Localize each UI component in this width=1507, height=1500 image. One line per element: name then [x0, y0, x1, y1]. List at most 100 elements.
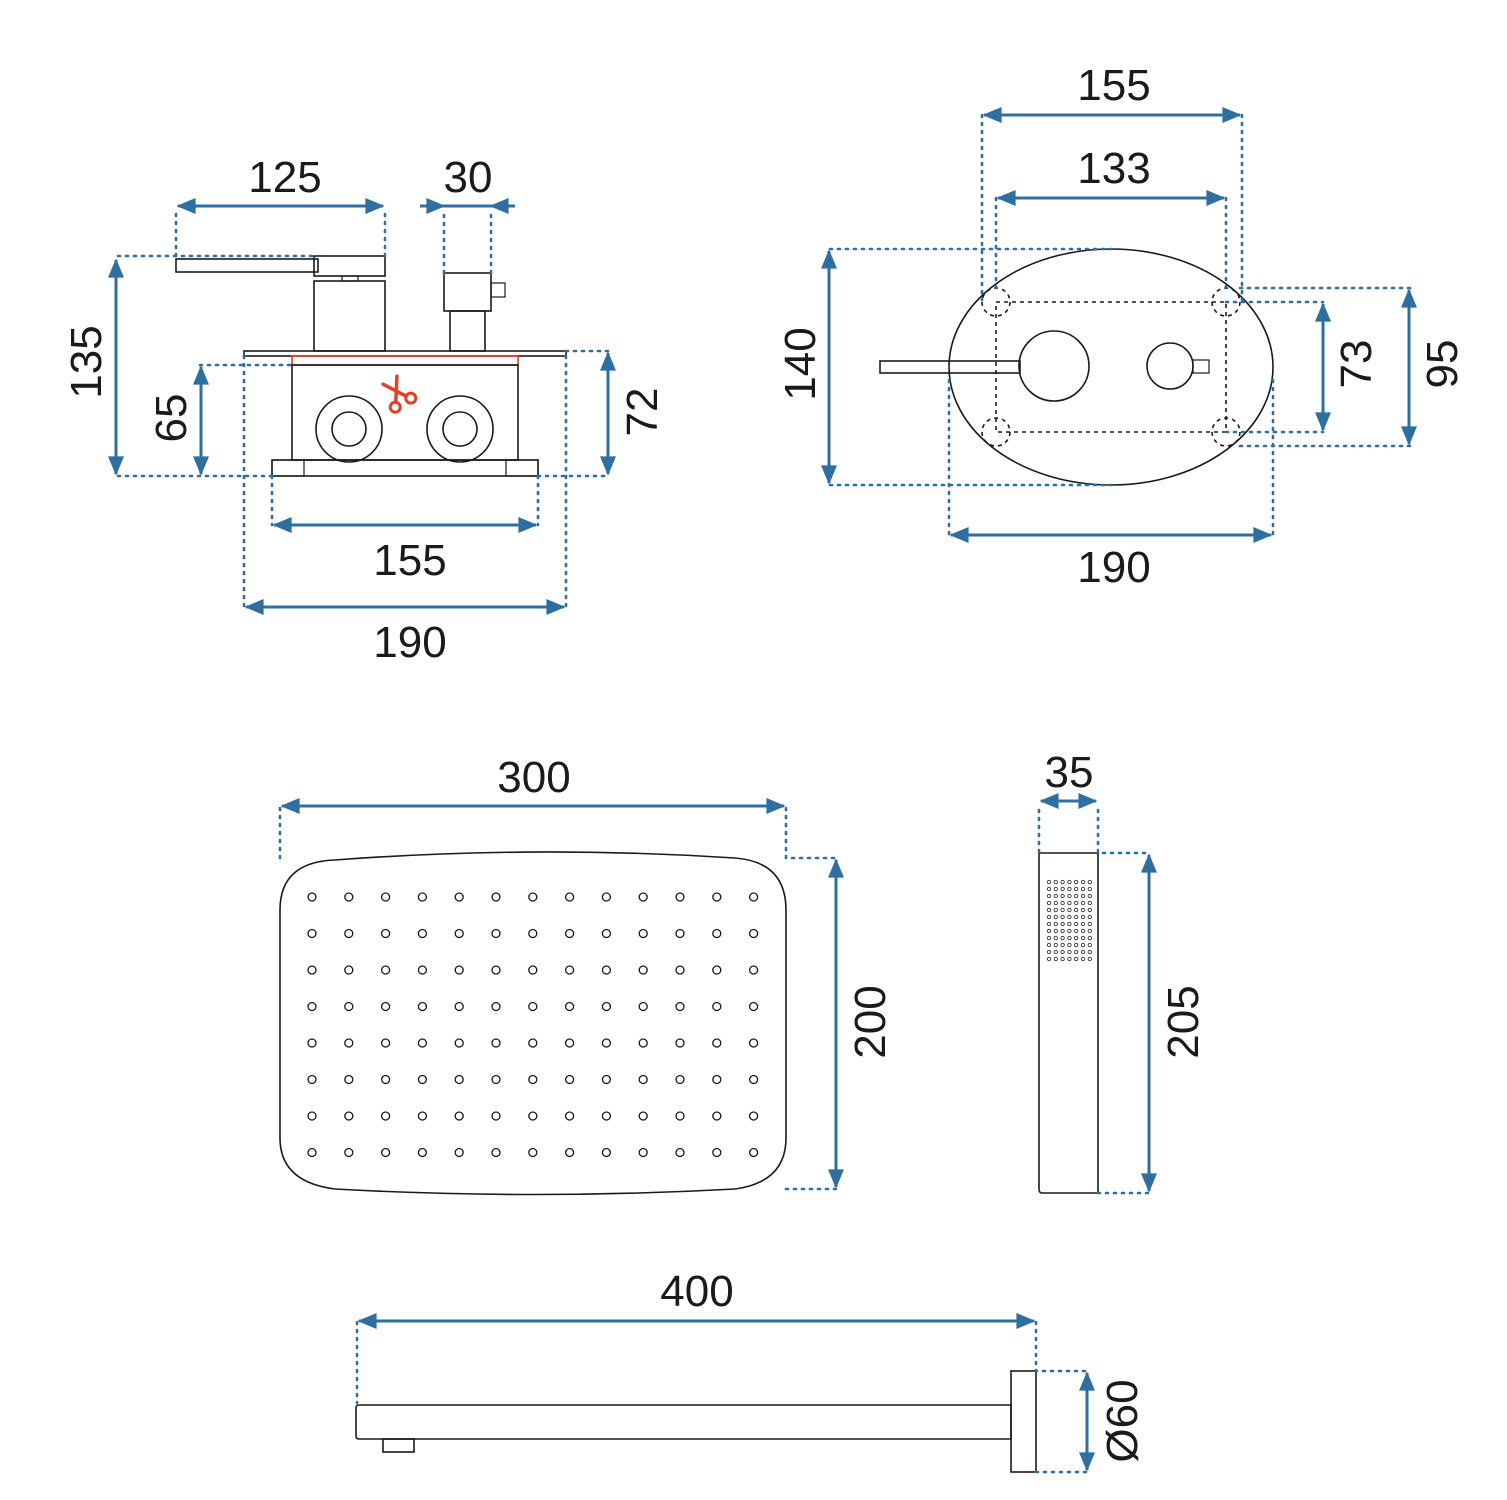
- hand-shower-nozzle: [1074, 942, 1079, 948]
- shower-nozzle: [307, 892, 317, 902]
- hand-shower-nozzle: [1060, 935, 1065, 941]
- shower-nozzle: [344, 928, 354, 939]
- shower-head-nozzles: [307, 892, 759, 1158]
- dim-mixer-box-height: 65: [147, 394, 196, 443]
- hand-shower-nozzle: [1060, 928, 1065, 934]
- shower-nozzle: [675, 965, 685, 975]
- hand-shower-nozzle: [1060, 879, 1065, 885]
- shower-nozzle: [417, 1001, 428, 1012]
- hand-shower-nozzle: [1074, 893, 1079, 899]
- dim-shower-head-width: 300: [497, 753, 570, 802]
- shower-nozzle: [417, 1074, 428, 1085]
- shower-nozzle: [454, 928, 464, 939]
- shower-nozzle: [601, 1001, 612, 1012]
- hand-shower-nozzle: [1046, 907, 1052, 913]
- shower-nozzle: [601, 892, 612, 902]
- shower-nozzle: [528, 1001, 538, 1012]
- hand-shower-nozzle: [1080, 900, 1086, 906]
- shower-nozzle: [712, 1038, 722, 1048]
- shower-nozzle: [491, 1147, 501, 1158]
- shower-nozzle: [528, 928, 538, 939]
- shower-nozzle: [638, 1111, 648, 1121]
- hand-shower-nozzle: [1074, 949, 1079, 955]
- mixer-front-lever: [879, 360, 1021, 374]
- hand-shower-nozzle: [1046, 949, 1052, 955]
- shower-nozzle: [528, 1111, 538, 1121]
- hand-shower-nozzle: [1067, 956, 1072, 962]
- hand-shower-nozzle: [1074, 935, 1079, 941]
- hand-shower-nozzle: [1053, 879, 1058, 885]
- hand-shower-nozzle: [1046, 900, 1052, 906]
- shower-nozzle: [454, 1038, 464, 1048]
- shower-head-view: 300 200: [278, 753, 895, 1196]
- shower-nozzle: [601, 1147, 612, 1158]
- shower-nozzle: [748, 1038, 759, 1048]
- shower-nozzle: [748, 1001, 759, 1012]
- shower-nozzle: [454, 1074, 464, 1085]
- dim-front-inner-width: 133: [1077, 144, 1150, 193]
- hand-shower-nozzle: [1067, 949, 1072, 955]
- dim-front-inner-height: 73: [1332, 340, 1381, 389]
- shower-nozzle: [528, 965, 538, 975]
- hand-shower-nozzle: [1067, 928, 1072, 934]
- hand-shower-outline: [1038, 852, 1099, 1194]
- shower-nozzle: [491, 1001, 501, 1012]
- shower-nozzle: [491, 892, 501, 902]
- shower-nozzle: [380, 1147, 391, 1158]
- hand-shower-nozzle: [1053, 956, 1058, 962]
- shower-nozzle: [491, 1074, 501, 1085]
- hand-shower-nozzle: [1080, 879, 1086, 885]
- hand-shower-nozzle: [1087, 886, 1092, 892]
- shower-nozzle: [675, 1074, 685, 1085]
- hand-shower-nozzle: [1060, 942, 1065, 948]
- hand-shower-nozzle: [1060, 893, 1065, 899]
- hand-shower-nozzle: [1074, 886, 1079, 892]
- shower-nozzle: [564, 1038, 575, 1048]
- hand-shower-nozzle: [1080, 907, 1086, 913]
- shower-nozzle: [307, 1111, 317, 1121]
- hand-shower-nozzle: [1067, 921, 1072, 927]
- hand-shower-nozzle: [1046, 942, 1052, 948]
- shower-nozzle: [380, 1038, 391, 1048]
- shower-arm-connector: [382, 1438, 415, 1453]
- dim-hand-shower-width: 35: [1045, 748, 1094, 797]
- hand-shower-nozzle: [1080, 942, 1086, 948]
- hand-shower-nozzle: [1080, 886, 1086, 892]
- shower-nozzle: [712, 965, 722, 975]
- shower-nozzle: [564, 892, 575, 902]
- hand-shower-nozzle: [1080, 893, 1086, 899]
- hand-shower-nozzle: [1060, 914, 1065, 920]
- shower-nozzle: [417, 1038, 428, 1048]
- mixer-body-box: [291, 364, 519, 461]
- shower-nozzle: [344, 1001, 354, 1012]
- dim-front-plate-width: 190: [1077, 543, 1150, 592]
- hand-shower-nozzle: [1067, 935, 1072, 941]
- hand-shower-nozzle: [1046, 879, 1052, 885]
- hand-shower-nozzle: [1087, 921, 1092, 927]
- mixer-knob-stem: [449, 310, 486, 352]
- shower-nozzle: [564, 1147, 575, 1158]
- shower-nozzle: [638, 965, 648, 975]
- hand-shower-nozzle: [1080, 949, 1086, 955]
- dim-mixer-plate-depth: 72: [618, 388, 667, 437]
- hand-shower-nozzle: [1060, 907, 1065, 913]
- hand-shower-nozzle: [1053, 886, 1058, 892]
- mixer-front-plate: [948, 248, 1274, 486]
- dim-mixer-plate-width: 190: [373, 618, 446, 667]
- hand-shower-nozzle: [1067, 879, 1072, 885]
- shower-nozzle: [380, 892, 391, 902]
- dim-mixer-box-width: 155: [373, 536, 446, 585]
- shower-nozzle: [417, 928, 428, 939]
- hand-shower-nozzle: [1074, 907, 1079, 913]
- shower-nozzle: [638, 928, 648, 939]
- hand-shower-nozzle: [1087, 935, 1092, 941]
- hand-shower-nozzle: [1060, 921, 1065, 927]
- shower-nozzle: [601, 965, 612, 975]
- shower-nozzle: [748, 928, 759, 939]
- dim-handle-length: 125: [248, 153, 321, 202]
- shower-nozzle: [675, 1111, 685, 1121]
- hand-shower-nozzle: [1046, 935, 1052, 941]
- hand-shower-nozzle: [1087, 879, 1092, 885]
- shower-nozzle: [491, 1111, 501, 1121]
- hand-shower-nozzle: [1080, 914, 1086, 920]
